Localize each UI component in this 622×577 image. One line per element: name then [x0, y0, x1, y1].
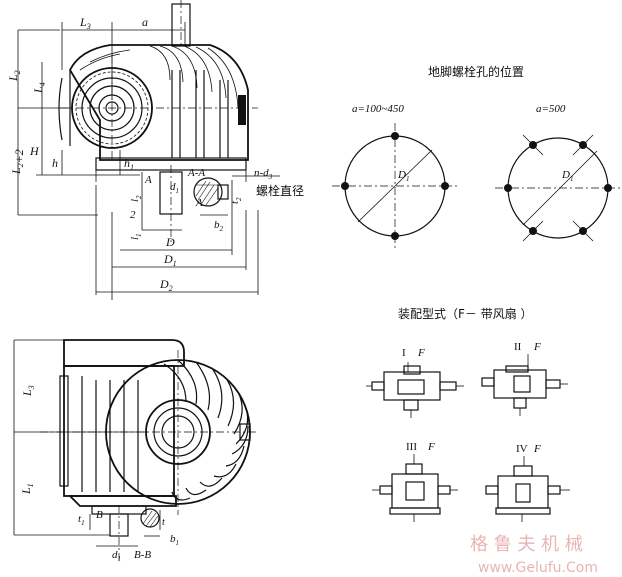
bottom-dim-B-label: B [96, 509, 103, 521]
assembly-type-4: IV F [485, 443, 570, 522]
svg-text:F: F [533, 341, 541, 353]
section-AA-label: A-A [187, 167, 205, 179]
bottom-dim-t1-label: t1 [78, 513, 85, 527]
bolt-hole [341, 182, 349, 190]
svg-text:F: F [533, 443, 541, 455]
bolt-hole-diagrams: 地脚螺栓孔的位置 a=100~450 a=500 D1 D1 [332, 64, 621, 249]
svg-text:F: F [417, 347, 425, 359]
bolt-holes-title: 地脚螺栓孔的位置 [428, 64, 524, 79]
assembly-type-1: I F [366, 347, 464, 418]
bolt-diameter-label: 螺栓直径 [256, 183, 304, 198]
bottom-dim-b1-label: b1 [170, 533, 179, 547]
dim-L2-label: L2 [6, 70, 22, 82]
dim-2-label: 2 [130, 209, 136, 221]
svg-text:F: F [427, 441, 435, 453]
dim-t2-label: t2 [229, 197, 243, 204]
dim-D-label: D [165, 235, 175, 249]
bottom-front-view: L3 L1 [13, 339, 256, 563]
bottom-dim-d1-label: d1 [112, 549, 121, 563]
dim-L3-label: L3 [79, 15, 91, 31]
dim-h-label: h [52, 156, 58, 170]
bottom-dim-t-label: t [162, 517, 165, 528]
dim-l1-label: l1 [129, 233, 143, 240]
bolt-holes-left-label: a=100~450 [352, 103, 404, 115]
dim-nd3-label: n-d3 [254, 167, 273, 181]
bolt-holes-right-label: a=500 [536, 103, 566, 115]
assembly-title: 装配型式（F－ 带风扇 ） [398, 306, 533, 321]
assembly-type-3: III F [372, 441, 458, 522]
dim-D2-label: D2 [159, 277, 173, 293]
svg-text:III: III [406, 441, 417, 453]
dim-h1-label: h1 [124, 156, 134, 172]
section-BB-label: B-B [134, 549, 151, 561]
section-A-right-label: A [195, 197, 203, 209]
dim-D1-label: D1 [163, 252, 177, 268]
bolt-hole [504, 184, 512, 192]
section-A-left-label: A [144, 174, 152, 186]
dim-d1-label: d1 [170, 181, 179, 195]
bolt-hole [391, 132, 399, 140]
watermark: 格 鲁 夫 机 械 www.Gelufu.Com [470, 534, 598, 576]
right-D1-label: D1 [561, 169, 573, 183]
dim-b2-label: b2 [214, 219, 224, 233]
assembly-types: 装配型式（F－ 带风扇 ） I F II F [366, 306, 570, 522]
svg-text:www.Gelufu.Com: www.Gelufu.Com [478, 560, 598, 576]
bottom-dim-L1-label: L1 [19, 483, 35, 495]
bolt-hole [441, 182, 449, 190]
bolt-hole [604, 184, 612, 192]
bottom-dim-L3-label: L3 [20, 385, 36, 397]
dim-a-label: a [142, 15, 148, 29]
dim-l2-label: l2 [129, 195, 143, 202]
svg-text:II: II [514, 341, 522, 353]
dim-L4-label: L4 [31, 82, 47, 94]
bolt-hole [391, 232, 399, 240]
left-D1-label: D1 [397, 169, 409, 183]
dim-L2p2-label: L2+2 [9, 149, 26, 175]
svg-text:I: I [402, 347, 406, 359]
dim-H-label: H [29, 144, 40, 158]
assembly-type-2: II F [481, 341, 568, 416]
svg-text:IV: IV [516, 443, 528, 455]
top-side-view: L3 a L2 L2+2 L4 H h h1 [6, 0, 304, 300]
svg-text:格 鲁 夫 机 械: 格 鲁 夫 机 械 [470, 534, 583, 555]
